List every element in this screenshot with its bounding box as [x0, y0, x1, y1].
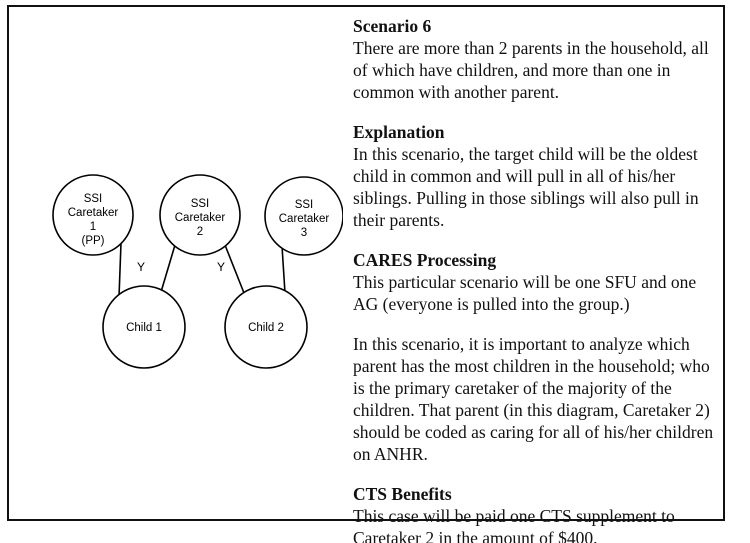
node-caretaker-2 — [159, 174, 241, 256]
edge-caretaker2-child2 — [224, 244, 245, 294]
section-explanation: Explanation In this scenario, the target… — [353, 121, 723, 231]
section-scenario: Scenario 6 There are more than 2 parents… — [353, 15, 723, 103]
edge-caretaker1-child1 — [118, 242, 122, 298]
node-child-1 — [102, 285, 186, 369]
node-caretaker-1 — [52, 174, 134, 256]
edge-label-y-left: Y — [137, 260, 145, 274]
node-caretaker-2-line-1: SSI — [191, 198, 210, 210]
section-cts-benefits-heading: CTS Benefits — [353, 484, 452, 504]
node-caretaker-3 — [264, 176, 343, 256]
section-cts-benefits: CTS Benefits This case will be paid one … — [353, 483, 723, 543]
node-child-2 — [224, 285, 308, 369]
section-cares-processing-heading: CARES Processing — [353, 250, 497, 270]
section-analysis-note-body: In this scenario, it is important to ana… — [353, 334, 714, 464]
node-caretaker-2-line-2: Caretaker — [175, 212, 226, 224]
section-explanation-body: In this scenario, the target child will … — [353, 144, 699, 230]
node-caretaker-3-line-2: Caretaker — [279, 213, 330, 225]
edge-label-y-right: Y — [217, 260, 225, 274]
edge-caretaker2-child1 — [160, 244, 176, 293]
node-caretaker-1-line-3: 1 — [90, 221, 96, 233]
section-explanation-heading: Explanation — [353, 122, 445, 142]
node-child-2-label: Child 2 — [248, 322, 284, 334]
document-frame: SSI Caretaker 1 (PP) SSI Caretaker 2 SSI… — [7, 5, 725, 543]
household-relationship-diagram: SSI Caretaker 1 (PP) SSI Caretaker 2 SSI… — [23, 147, 343, 387]
node-child-1-label: Child 1 — [126, 322, 162, 334]
node-caretaker-3-line-1: SSI — [295, 199, 314, 211]
node-caretaker-1-line-4: (PP) — [82, 235, 105, 247]
scenario-text-column: Scenario 6 There are more than 2 parents… — [353, 15, 723, 543]
node-caretaker-1-line-2: Caretaker — [68, 207, 119, 219]
section-cares-processing: CARES Processing This particular scenari… — [353, 249, 723, 315]
section-scenario-heading: Scenario 6 — [353, 16, 432, 36]
edge-caretaker3-child2 — [281, 245, 286, 294]
section-scenario-body: There are more than 2 parents in the hou… — [353, 38, 709, 102]
node-caretaker-1-line-1: SSI — [84, 193, 103, 205]
node-caretaker-2-line-3: 2 — [197, 226, 203, 238]
section-cts-benefits-body: This case will be paid one CTS supplemen… — [353, 506, 675, 543]
section-cares-processing-body: This particular scenario will be one SFU… — [353, 272, 697, 314]
node-caretaker-3-line-3: 3 — [301, 227, 307, 239]
section-analysis-note: In this scenario, it is important to ana… — [353, 333, 723, 465]
